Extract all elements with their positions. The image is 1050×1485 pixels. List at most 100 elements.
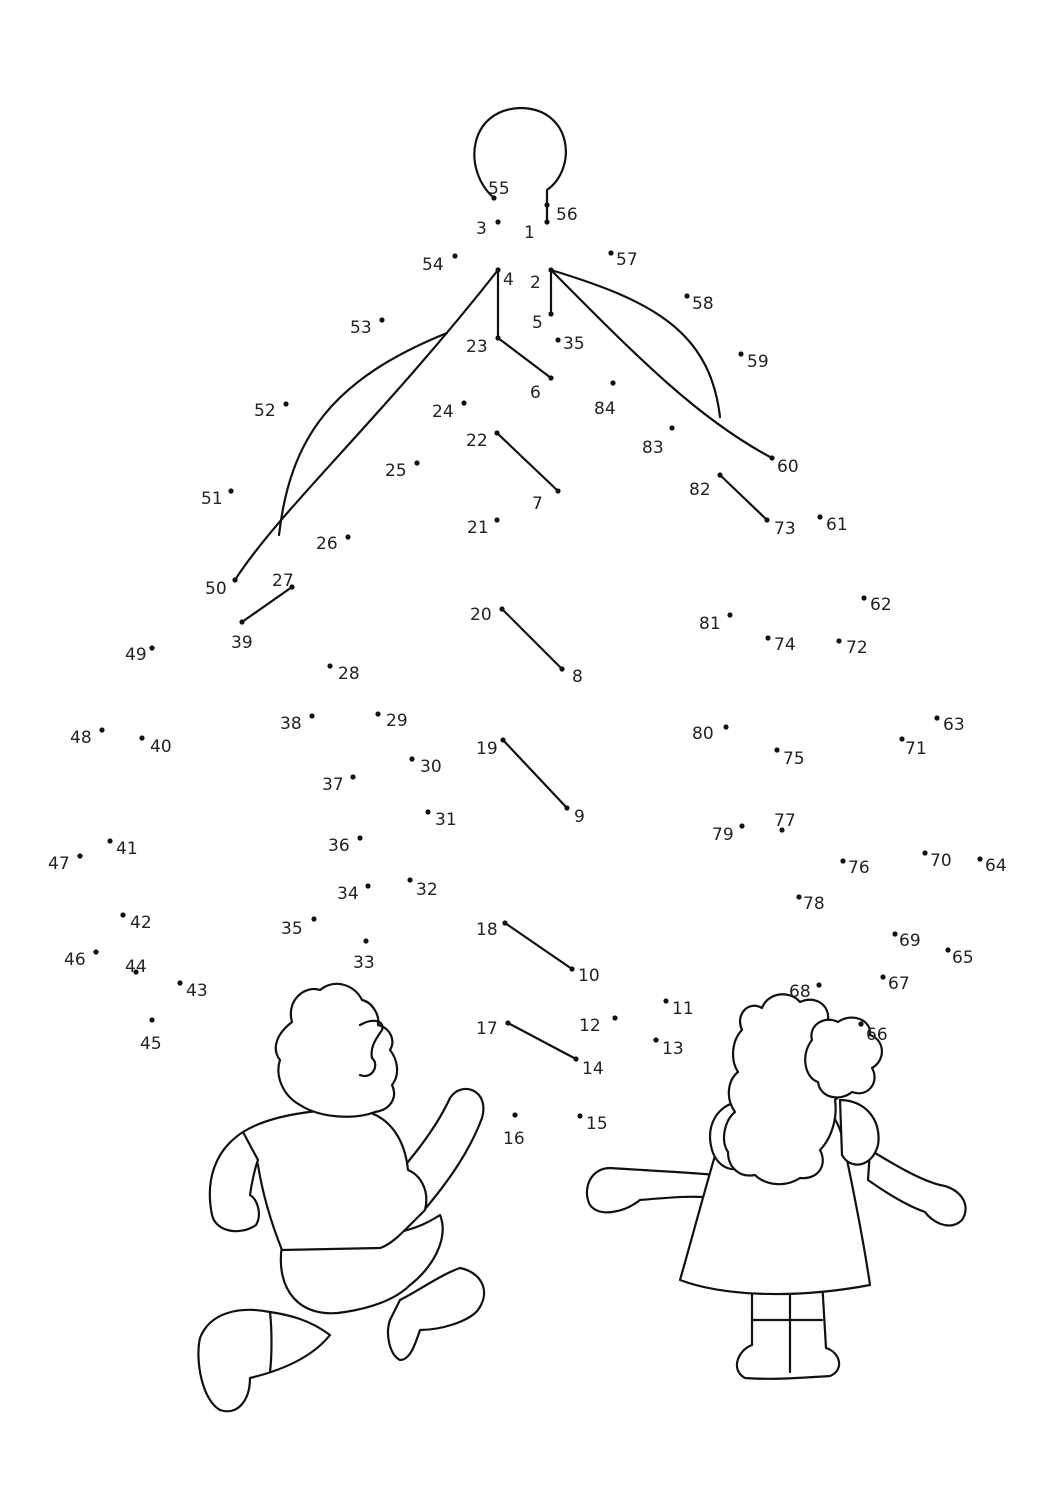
dot-label-36: 36 [328,836,350,856]
dot-66 [858,1021,864,1027]
dot-label-22: 22 [466,431,488,451]
dot-63 [934,715,940,721]
dot-label-82: 82 [689,480,711,500]
boy-left-leg [197,1308,332,1413]
dot-label-45: 45 [140,1034,162,1054]
dot-83 [669,425,675,431]
dot-41 [107,838,113,844]
dot-label-53: 53 [350,318,372,338]
dot-24 [461,400,467,406]
dot-label-59: 59 [747,352,769,372]
dot-label-79: 79 [712,825,734,845]
dot-58 [684,293,690,299]
dot-25 [414,460,420,466]
dot-label-19: 19 [476,739,498,759]
dot-label-24: 24 [432,402,454,422]
dot-69 [892,931,898,937]
dot-32 [407,877,413,883]
dot-84 [610,380,616,386]
dot-31 [425,809,431,815]
dot-8 [559,666,565,672]
dot-67 [880,974,886,980]
dot-label-10: 10 [578,966,600,986]
dot-label-28: 28 [338,664,360,684]
dot-56 [544,202,550,208]
dot-label-31: 31 [435,810,457,830]
dot-33 [363,938,369,944]
girl-right-arm [866,1148,967,1227]
dot-46 [93,949,99,955]
dot-43 [177,980,183,986]
dot-35 [311,916,317,922]
dot-label-34: 34 [337,884,359,904]
dot-62 [861,595,867,601]
dot-label-17: 17 [476,1019,498,1039]
girl-figure [585,993,967,1380]
dot-70 [922,850,928,856]
dot-label-5: 5 [532,313,543,333]
dot-22 [494,430,500,436]
dot-label-54: 54 [422,255,444,275]
dot-label-27: 27 [272,571,294,591]
dot-54 [452,253,458,259]
dot-21 [494,517,500,523]
dot-18 [502,920,508,926]
dot-85 [555,337,561,343]
dot-label-1: 1 [524,223,535,243]
girl-legs [735,1278,841,1380]
dot-label-75: 75 [783,749,805,769]
dot-label-13: 13 [662,1039,684,1059]
dot-label-78: 78 [803,894,825,914]
dot-label-67: 67 [888,974,910,994]
dot-10 [569,966,575,972]
boy-right-leg [386,1266,486,1362]
dot-45 [149,1017,155,1023]
girl-right-sleeve [838,1098,880,1166]
dot-79 [739,823,745,829]
dot-77 [779,827,785,833]
dot-label-49: 49 [125,645,147,665]
dot-11 [663,998,669,1004]
dot-label-38: 38 [280,714,302,734]
dot-label-55: 55 [488,179,510,199]
kite-guide-lines [233,106,774,1061]
dot-label-66: 66 [866,1025,888,1045]
boy-head [274,982,399,1118]
dot-label-44: 44 [125,957,147,977]
dot-label-30: 30 [420,757,442,777]
dot-label-9: 9 [574,807,585,827]
kite-left-wing [233,268,500,582]
dot-label-7: 7 [532,494,543,514]
dot-label-68: 68 [789,982,811,1002]
dot-38 [309,713,315,719]
dot-label-43: 43 [186,981,208,1001]
dot-label-61: 61 [826,515,848,535]
girl-left-arm [585,1166,720,1214]
dot-64 [977,856,983,862]
boy-face [358,1019,384,1078]
dot-label-40: 40 [150,737,172,757]
dot-14 [573,1056,579,1062]
dot-label-56: 56 [556,205,578,225]
dot-label-58: 58 [692,294,714,314]
dot-label-60: 60 [777,457,799,477]
dot-label-32: 32 [416,880,438,900]
dot-3 [495,219,501,225]
dot-label-11: 11 [672,999,694,1019]
dot-72 [836,638,842,644]
dot-4 [495,267,501,273]
dot-53 [379,317,385,323]
dot-label-81: 81 [699,614,721,634]
dot-label-80: 80 [692,724,714,744]
dot-label-83: 83 [642,438,664,458]
dot-label-41: 41 [116,839,138,859]
dot-label-48: 48 [70,728,92,748]
dot-37 [350,774,356,780]
boy-left-arm [208,1130,260,1233]
dot-label-76: 76 [848,858,870,878]
dot-1 [544,219,550,225]
dot-2 [548,267,554,273]
dot-48 [99,727,105,733]
dot-13 [653,1037,659,1043]
dot-17 [505,1020,511,1026]
